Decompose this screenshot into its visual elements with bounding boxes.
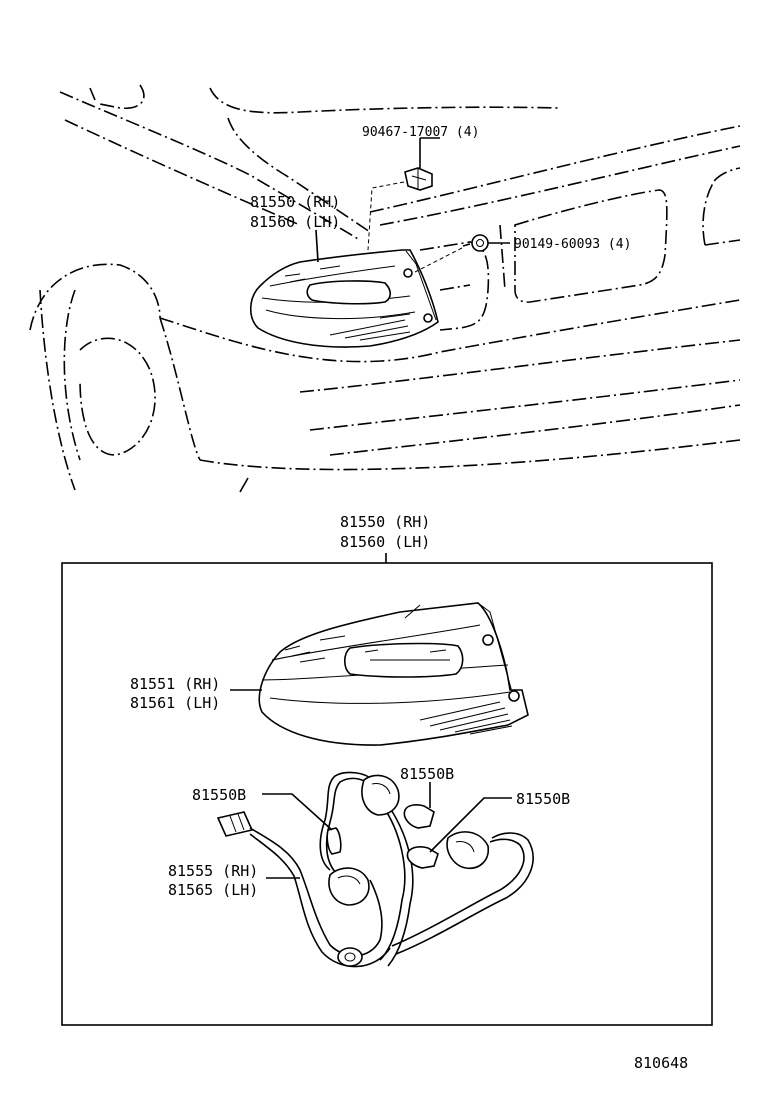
assy-rh-part-number: 81550 (RH) — [340, 513, 430, 531]
installed-tail-lamp — [249, 249, 439, 348]
figure-number: 810648 — [634, 1054, 688, 1072]
lamp-leader-line — [315, 229, 319, 263]
bulb-a — [326, 827, 342, 855]
lamp-rh-part-number: 81550 (RH) — [250, 193, 340, 211]
bulb-a-leader-line — [262, 793, 333, 831]
socket-wire-harness — [216, 771, 534, 968]
vehicle-body-outline — [29, 84, 741, 493]
bulb-c-leader-line — [429, 797, 512, 853]
socket-lh-part-number: 81565 (LH) — [168, 881, 258, 899]
lens-rh-part-number: 81551 (RH) — [130, 675, 220, 693]
bulb-b — [403, 804, 435, 829]
clip-part-number: 90467-17007 (4) — [362, 125, 479, 140]
assembly-frame — [61, 562, 713, 1026]
screw-part-number: 90149-60093 (4) — [514, 237, 631, 252]
bulb-b-part-number: 81550B — [400, 765, 454, 783]
bulb-a-part-number: 81550B — [192, 786, 246, 804]
socket-rh-part-number: 81555 (RH) — [168, 862, 258, 880]
lamp-lh-part-number: 81560 (LH) — [250, 213, 340, 231]
bulb-c-part-number: 81550B — [516, 790, 570, 808]
lamp-lens-housing — [258, 602, 529, 746]
lens-lh-part-number: 81561 (LH) — [130, 694, 220, 712]
clip-part — [367, 137, 440, 251]
screw-part — [414, 234, 510, 273]
assy-lh-part-number: 81560 (LH) — [340, 533, 430, 551]
